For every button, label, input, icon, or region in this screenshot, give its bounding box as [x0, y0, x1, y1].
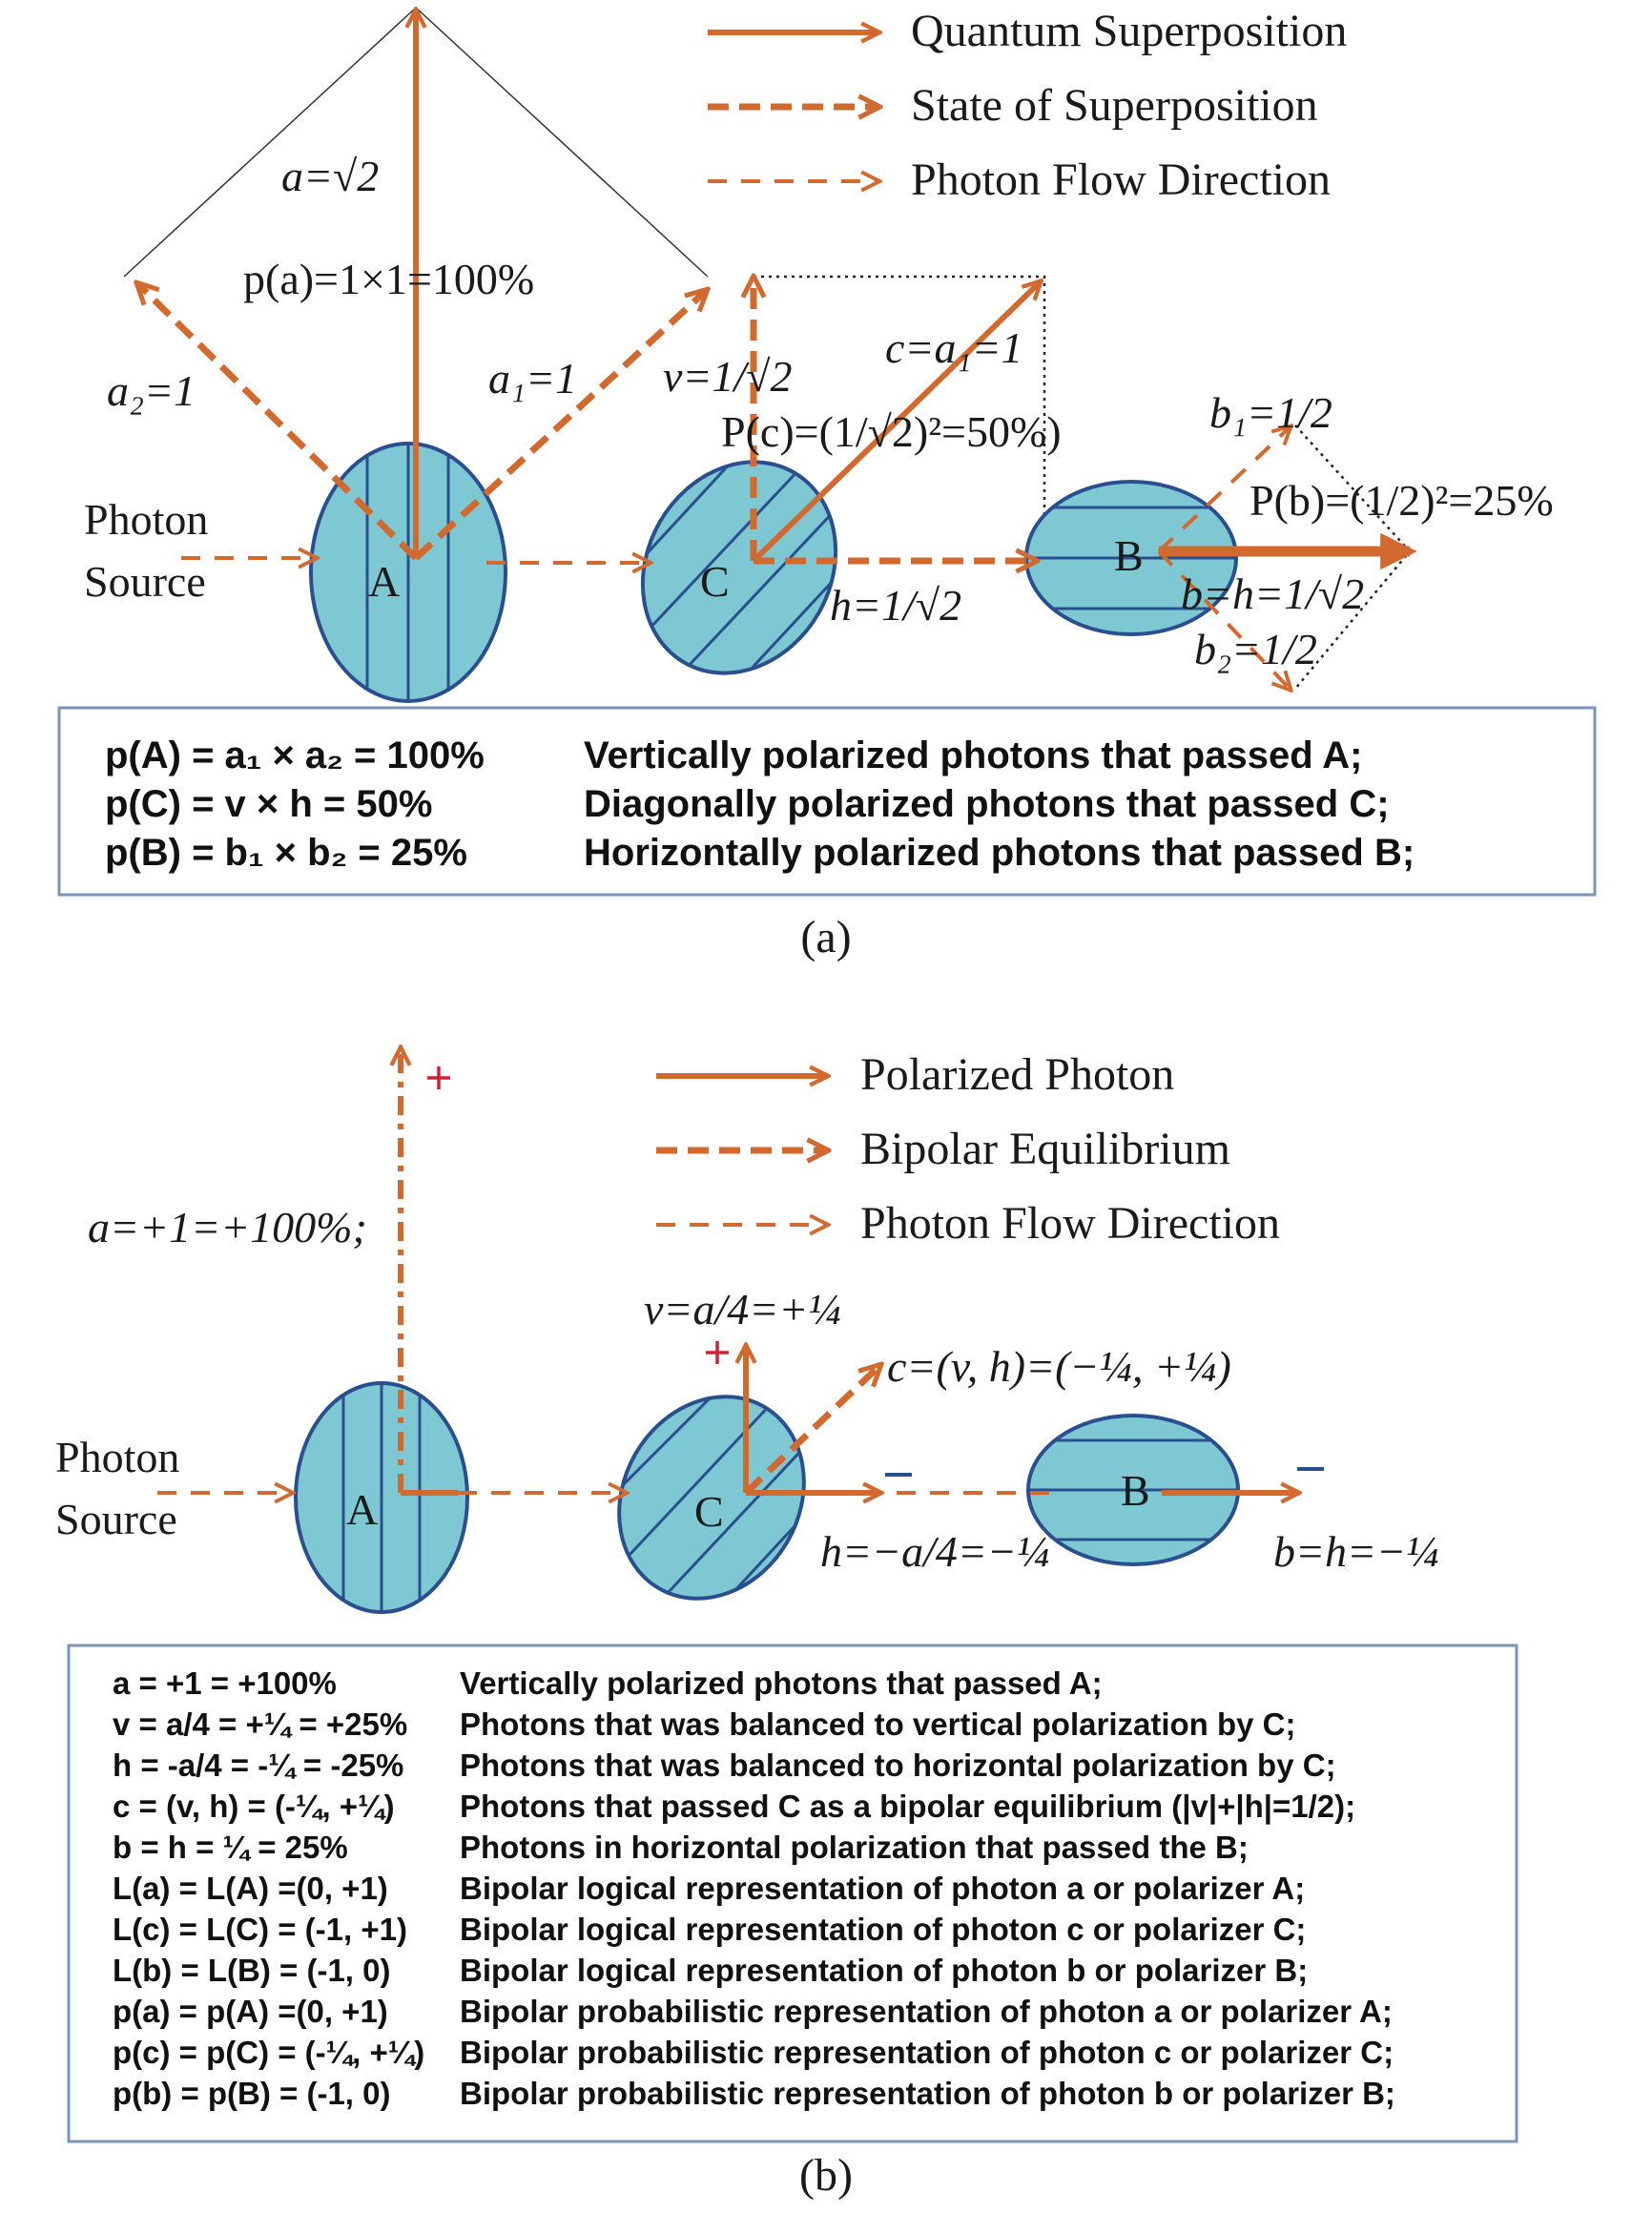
- box-b-row-6-formula: L(a) = L(A) =(0, +1): [113, 1871, 388, 1906]
- polarizer-b-label: B: [1114, 531, 1144, 580]
- label-v: v=1/√2: [663, 352, 792, 401]
- box-a-row-1-desc: Vertically polarized photons that passed…: [584, 734, 1362, 776]
- superposition-outline-c: [754, 275, 1046, 561]
- label-Pc: P(c)=(1/√2)²=50%): [721, 407, 1062, 456]
- label-h: h=1/√2: [830, 581, 961, 630]
- box-b-row-3-desc: Photons that was balanced to horizontal …: [460, 1748, 1336, 1783]
- plus-sign-v: [706, 1341, 729, 1364]
- source-b-label-line2: Source: [55, 1495, 177, 1543]
- polarizer-b-b: [1026, 1414, 1240, 1566]
- box-a-row-1-formula: p(A) = a₁ × a₂ = 100%: [105, 734, 485, 776]
- box-b-row-4-desc: Photons that passed C as a bipolar equil…: [460, 1789, 1355, 1824]
- arrow-a2: [138, 284, 419, 561]
- box-b-row-4-formula: c = (v, h) = (-¼, +¼): [113, 1789, 395, 1824]
- polarizer-a-label: A: [368, 557, 400, 606]
- box-b-row-11-desc: Bipolar probabilistic representation of …: [460, 2076, 1395, 2111]
- polarizer-c-b-label: C: [694, 1487, 724, 1536]
- label-b-v: v=a/4=+¼: [644, 1285, 841, 1334]
- plus-sign-a: [427, 1066, 450, 1089]
- polarizer-a: [309, 442, 507, 703]
- label-b-c: c=(v, h)=(−¼, +¼): [887, 1342, 1231, 1391]
- label-b1: b₁=1/2: [1209, 388, 1332, 437]
- label-a1: a₁=1: [488, 354, 577, 403]
- box-b-row-7-desc: Bipolar logical representation of photon…: [460, 1912, 1306, 1947]
- caption-b: (b): [799, 2150, 853, 2201]
- label-b-bh: b=h=−¼: [1273, 1527, 1439, 1576]
- polarizer-a-b-label: A: [346, 1485, 378, 1534]
- arrow-b1: [1157, 427, 1290, 553]
- panel-b: Polarized Photon Bipolar Equilibrium Pho…: [55, 1049, 1518, 2201]
- legend-b-dashed-thin-label: Photon Flow Direction: [860, 1198, 1280, 1249]
- box-b-row-1-desc: Vertically polarized photons that passed…: [460, 1665, 1103, 1701]
- box-b-row-2-desc: Photons that was balanced to vertical po…: [460, 1706, 1295, 1742]
- box-b-row-7-formula: L(c) = L(C) = (-1, +1): [113, 1912, 407, 1947]
- label-pa: p(a)=1×1=100%: [243, 255, 534, 303]
- box-a-row-3-desc: Horizontally polarized photons that pass…: [584, 832, 1415, 874]
- legend-b-solid-label: Polarized Photon: [860, 1049, 1174, 1100]
- box-b-row-5-formula: b = h = ¼ = 25%: [113, 1830, 348, 1865]
- polarizer-b: [1024, 480, 1238, 636]
- legend-b: Polarized Photon Bipolar Equilibrium Pho…: [656, 1049, 1280, 1249]
- box-a-row-2-formula: p(C) = v × h = 50%: [105, 783, 432, 825]
- legend-solid-label: Quantum Superposition: [911, 6, 1347, 56]
- label-bh: b=h=1/√2: [1181, 569, 1364, 618]
- arrow-c-diagonal: [751, 282, 1040, 564]
- label-b2: b₂=1/2: [1194, 625, 1317, 673]
- box-a-row-3-formula: p(B) = b₁ × b₂ = 25%: [105, 832, 467, 874]
- box-b-row-5-desc: Photons in horizontal polarization that …: [460, 1830, 1249, 1865]
- formula-box-a: p(A) = a₁ × a₂ = 100% Vertically polariz…: [57, 706, 1597, 897]
- polarizer-a-b: [294, 1381, 469, 1614]
- caption-a: (a): [800, 912, 851, 962]
- box-a-row-2-desc: Diagonally polarized photons that passed…: [584, 783, 1390, 825]
- legend-dashed-bold-label: State of Superposition: [911, 80, 1318, 131]
- label-b-a: a=+1=+100%;: [88, 1203, 367, 1251]
- box-b-row-11-formula: p(b) = p(B) = (-1, 0): [113, 2076, 391, 2111]
- box-b-row-10-desc: Bipolar probabilistic representation of …: [460, 2035, 1394, 2070]
- arrow-a1: [413, 291, 706, 561]
- legend-a: Quantum Superposition State of Superposi…: [708, 6, 1347, 205]
- source-b-label-line1: Photon: [55, 1433, 179, 1481]
- label-a: a=√2: [281, 152, 379, 200]
- source-label-line1: Photon: [84, 495, 208, 544]
- polarizer-c-label: C: [700, 557, 730, 606]
- box-b-row-6-desc: Bipolar logical representation of photon…: [460, 1871, 1305, 1906]
- label-b-h: h=−a/4=−¼: [820, 1527, 1049, 1576]
- label-a2: a₂=1: [107, 366, 196, 415]
- box-b-rows: a = +1 = +100% Vertically polarized phot…: [113, 1665, 1395, 2111]
- box-b-row-8-formula: L(b) = L(B) = (-1, 0): [113, 1953, 391, 1988]
- panel-a: Quantum Superposition State of Superposi…: [57, 6, 1597, 962]
- box-b-row-10-formula: p(c) = p(C) = (-¼, +¼): [113, 2035, 424, 2070]
- box-b-row-9-desc: Bipolar probabilistic representation of …: [460, 1994, 1393, 2029]
- polarizer-c: [628, 446, 860, 689]
- box-b-row-9-formula: p(a) = p(A) =(0, +1): [113, 1994, 388, 2029]
- box-b-row-8-desc: Bipolar logical representation of photon…: [460, 1953, 1308, 1988]
- polarizer-b-b-label: B: [1121, 1466, 1150, 1515]
- label-c: c=a₁=1: [885, 323, 1023, 372]
- box-b-row-3-formula: h = -a/4 = -¼ = -25%: [113, 1748, 403, 1783]
- label-Pb: P(b)=(1/2)²=25%: [1249, 476, 1554, 525]
- box-b-row-2-formula: v = a/4 = +¼ = +25%: [113, 1706, 407, 1742]
- legend-dashed-thin-label: Photon Flow Direction: [911, 155, 1331, 205]
- legend-b-dashed-bold-label: Bipolar Equilibrium: [860, 1124, 1230, 1174]
- box-b-row-1-formula: a = +1 = +100%: [113, 1665, 337, 1701]
- formula-box-b: a = +1 = +100% Vertically polarized phot…: [67, 1644, 1518, 2143]
- source-label-line2: Source: [84, 557, 206, 606]
